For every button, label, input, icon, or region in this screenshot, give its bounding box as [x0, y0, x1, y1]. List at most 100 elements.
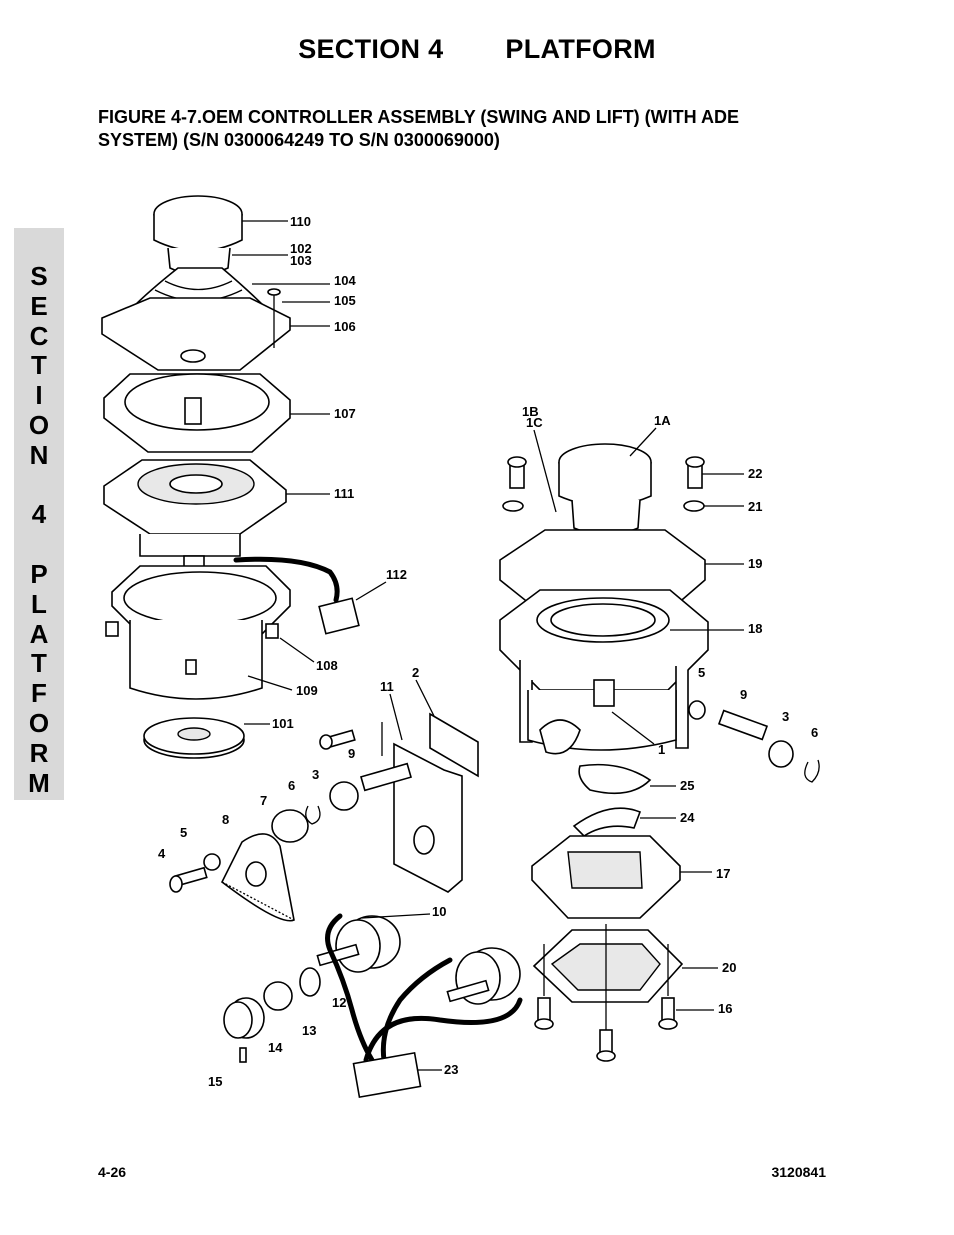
- side-tab-letter: N: [29, 439, 49, 470]
- bearings-3-6-7: [271, 781, 359, 843]
- base-17: [531, 835, 681, 919]
- callout-5-right: 5: [698, 665, 705, 680]
- callout-17: 17: [716, 866, 730, 881]
- right-fasteners: [688, 700, 820, 783]
- callout-23: 23: [444, 1062, 458, 1077]
- callout-9-left: 9: [348, 746, 355, 761]
- bracket-2: [381, 712, 479, 893]
- callout-1: 1: [658, 742, 665, 757]
- callout-20: 20: [722, 960, 736, 975]
- bolt-4-washer-5: [169, 853, 221, 893]
- side-tab-letter: O: [28, 409, 50, 440]
- side-tab-letter: T: [31, 648, 47, 679]
- knob-1a: [558, 443, 652, 536]
- figure-title-line-2: SYSTEM) (S/N 0300064249 TO S/N 030006900…: [98, 130, 500, 150]
- figure-title-line-1: FIGURE 4-7.OEM CONTROLLER ASSEMBLY (SWIN…: [98, 107, 739, 127]
- side-tab-letter: O: [28, 707, 50, 738]
- callout-9-right: 9: [740, 687, 747, 702]
- callout-104: 104: [334, 273, 356, 288]
- callout-1a: 1A: [654, 413, 671, 428]
- callout-6-left: 6: [288, 778, 295, 793]
- spring-25: [578, 763, 652, 795]
- callout-1c: 1C: [526, 415, 543, 430]
- callout-107: 107: [334, 406, 356, 421]
- callout-101: 101: [272, 716, 294, 731]
- side-tab-letter: 4: [31, 499, 47, 530]
- gasket-20: [532, 924, 684, 1030]
- callout-12: 12: [332, 995, 346, 1010]
- side-tab-letter: M: [28, 767, 50, 798]
- callout-4: 4: [158, 846, 166, 861]
- housing-109: [129, 620, 263, 700]
- gear-8: [220, 833, 295, 922]
- callout-24: 24: [680, 810, 695, 825]
- gasket-108: [105, 565, 291, 639]
- callout-18: 18: [748, 621, 762, 636]
- callout-16: 16: [718, 1001, 732, 1016]
- callout-3-right: 3: [782, 709, 789, 724]
- callout-102: 102: [290, 241, 312, 256]
- figure-title: FIGURE 4-7.OEM CONTROLLER ASSEMBLY (SWIN…: [98, 106, 818, 152]
- side-tab-letter: S: [30, 261, 48, 291]
- callout-22: 22: [748, 466, 762, 481]
- callout-13: 13: [302, 1023, 316, 1038]
- leader-lines: [232, 220, 744, 1071]
- callout-1b: 1B: [522, 404, 539, 419]
- side-tab-letter: C: [29, 320, 49, 351]
- harness-23: [325, 913, 523, 1099]
- page-number: 4-26: [98, 1164, 127, 1180]
- screws-22: [507, 456, 705, 489]
- document-number: 3120841: [771, 1164, 826, 1180]
- side-tab-letter: A: [29, 618, 49, 649]
- callout-111: 111: [334, 486, 354, 501]
- side-tab-letter: T: [31, 350, 47, 381]
- callout-14: 14: [268, 1040, 283, 1055]
- plate-106: [101, 288, 291, 371]
- housing-18: [499, 589, 709, 749]
- callout-110: 110: [290, 214, 311, 229]
- callout-109: 109: [296, 683, 318, 698]
- body-1: [527, 679, 677, 755]
- section-header: SECTION 4 PLATFORM: [0, 34, 954, 65]
- callout-15: 15: [208, 1074, 222, 1089]
- callout-10: 10: [432, 904, 446, 919]
- side-tab-letter: L: [31, 588, 47, 619]
- callout-21: 21: [748, 499, 762, 514]
- knob-110: [153, 195, 243, 276]
- callout-labels: 110 102 103 104 105 106 107 111 112 108 …: [158, 214, 818, 1089]
- callout-25: 25: [680, 778, 694, 793]
- callout-105: 105: [334, 293, 356, 308]
- ring-107: [103, 373, 291, 453]
- washers-21: [502, 500, 705, 512]
- callout-3-left: 3: [312, 767, 319, 782]
- callout-108: 108: [316, 658, 338, 673]
- side-tab-letter: E: [30, 290, 48, 321]
- callout-5-left: 5: [180, 825, 187, 840]
- callout-6-right: 6: [811, 725, 818, 740]
- callout-8: 8: [222, 812, 229, 827]
- bolts-16: [534, 997, 678, 1062]
- harness-112: [233, 556, 360, 635]
- side-tab-letter: R: [29, 737, 49, 768]
- callout-11: 11: [380, 679, 394, 694]
- side-tab-letter: F: [31, 678, 47, 709]
- callout-2: 2: [412, 665, 419, 680]
- callout-112: 112: [386, 567, 407, 582]
- screw-11: [319, 729, 356, 750]
- callout-103: 103: [290, 253, 312, 268]
- section-number: SECTION 4: [298, 34, 444, 64]
- cover-101: [143, 717, 245, 759]
- side-tab-letter: I: [35, 380, 43, 411]
- gear-14-nut-13-washer-12: [223, 967, 321, 1063]
- side-tab-letter: P: [30, 558, 48, 589]
- callout-19: 19: [748, 556, 762, 571]
- potentiometers-10: [316, 915, 521, 1005]
- plate-24: [572, 807, 642, 838]
- base-111: [103, 459, 287, 577]
- section-name: PLATFORM: [505, 34, 656, 64]
- callout-106: 106: [334, 319, 356, 334]
- callout-7: 7: [260, 793, 267, 808]
